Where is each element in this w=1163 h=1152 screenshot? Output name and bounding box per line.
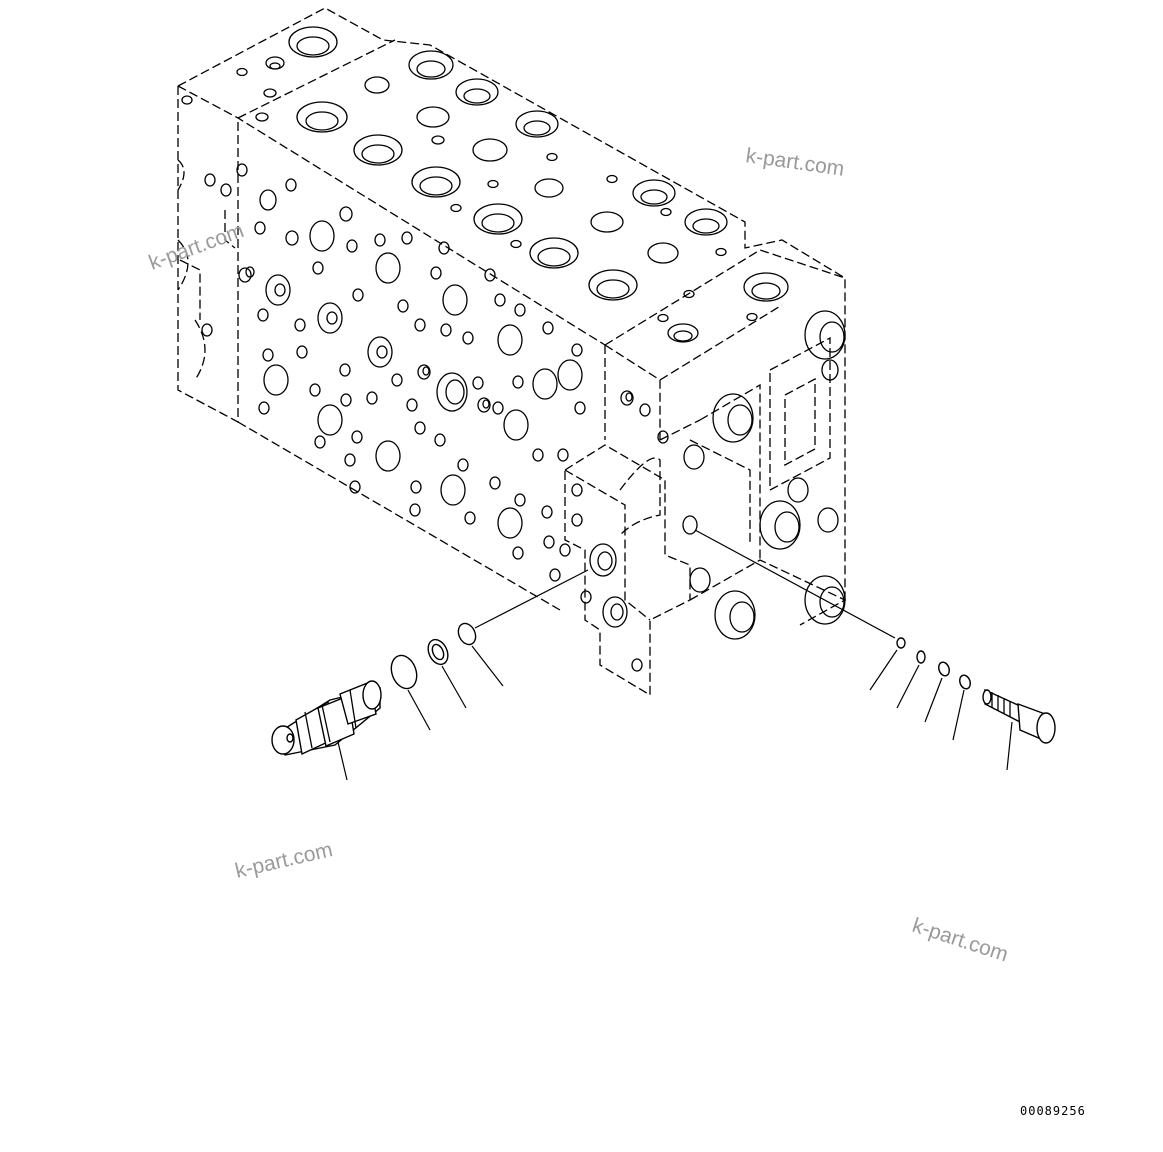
- leader-lines: [337, 645, 1013, 781]
- watermark-4: k-part.com: [909, 914, 1010, 967]
- front-face-ports: [201, 163, 586, 582]
- control-valve-body: [177, 7, 847, 697]
- assembly-line-right: [694, 529, 896, 639]
- assembly-line-left: [474, 569, 589, 629]
- o-ring-large: [390, 654, 418, 690]
- watermark-2: k-part.com: [146, 219, 247, 275]
- o-ring-small-right: [959, 674, 971, 690]
- top-face-ports: [181, 26, 789, 343]
- backup-ring: [427, 638, 449, 666]
- plug: [982, 688, 1056, 744]
- watermark-1: k-part.com: [744, 144, 845, 181]
- o-ring-tiny-2: [916, 650, 926, 664]
- watermarks: k-part.com k-part.com k-part.com k-part.…: [146, 144, 1011, 966]
- watermark-3: k-part.com: [233, 838, 335, 883]
- backup-ring-small: [938, 661, 950, 677]
- o-ring-small-left: [457, 622, 477, 646]
- relief-valve-cartridge: [271, 680, 382, 756]
- end-section-ports: [559, 310, 846, 672]
- drawing-code: 00089256: [1020, 1104, 1086, 1118]
- o-ring-tiny-1: [896, 637, 906, 649]
